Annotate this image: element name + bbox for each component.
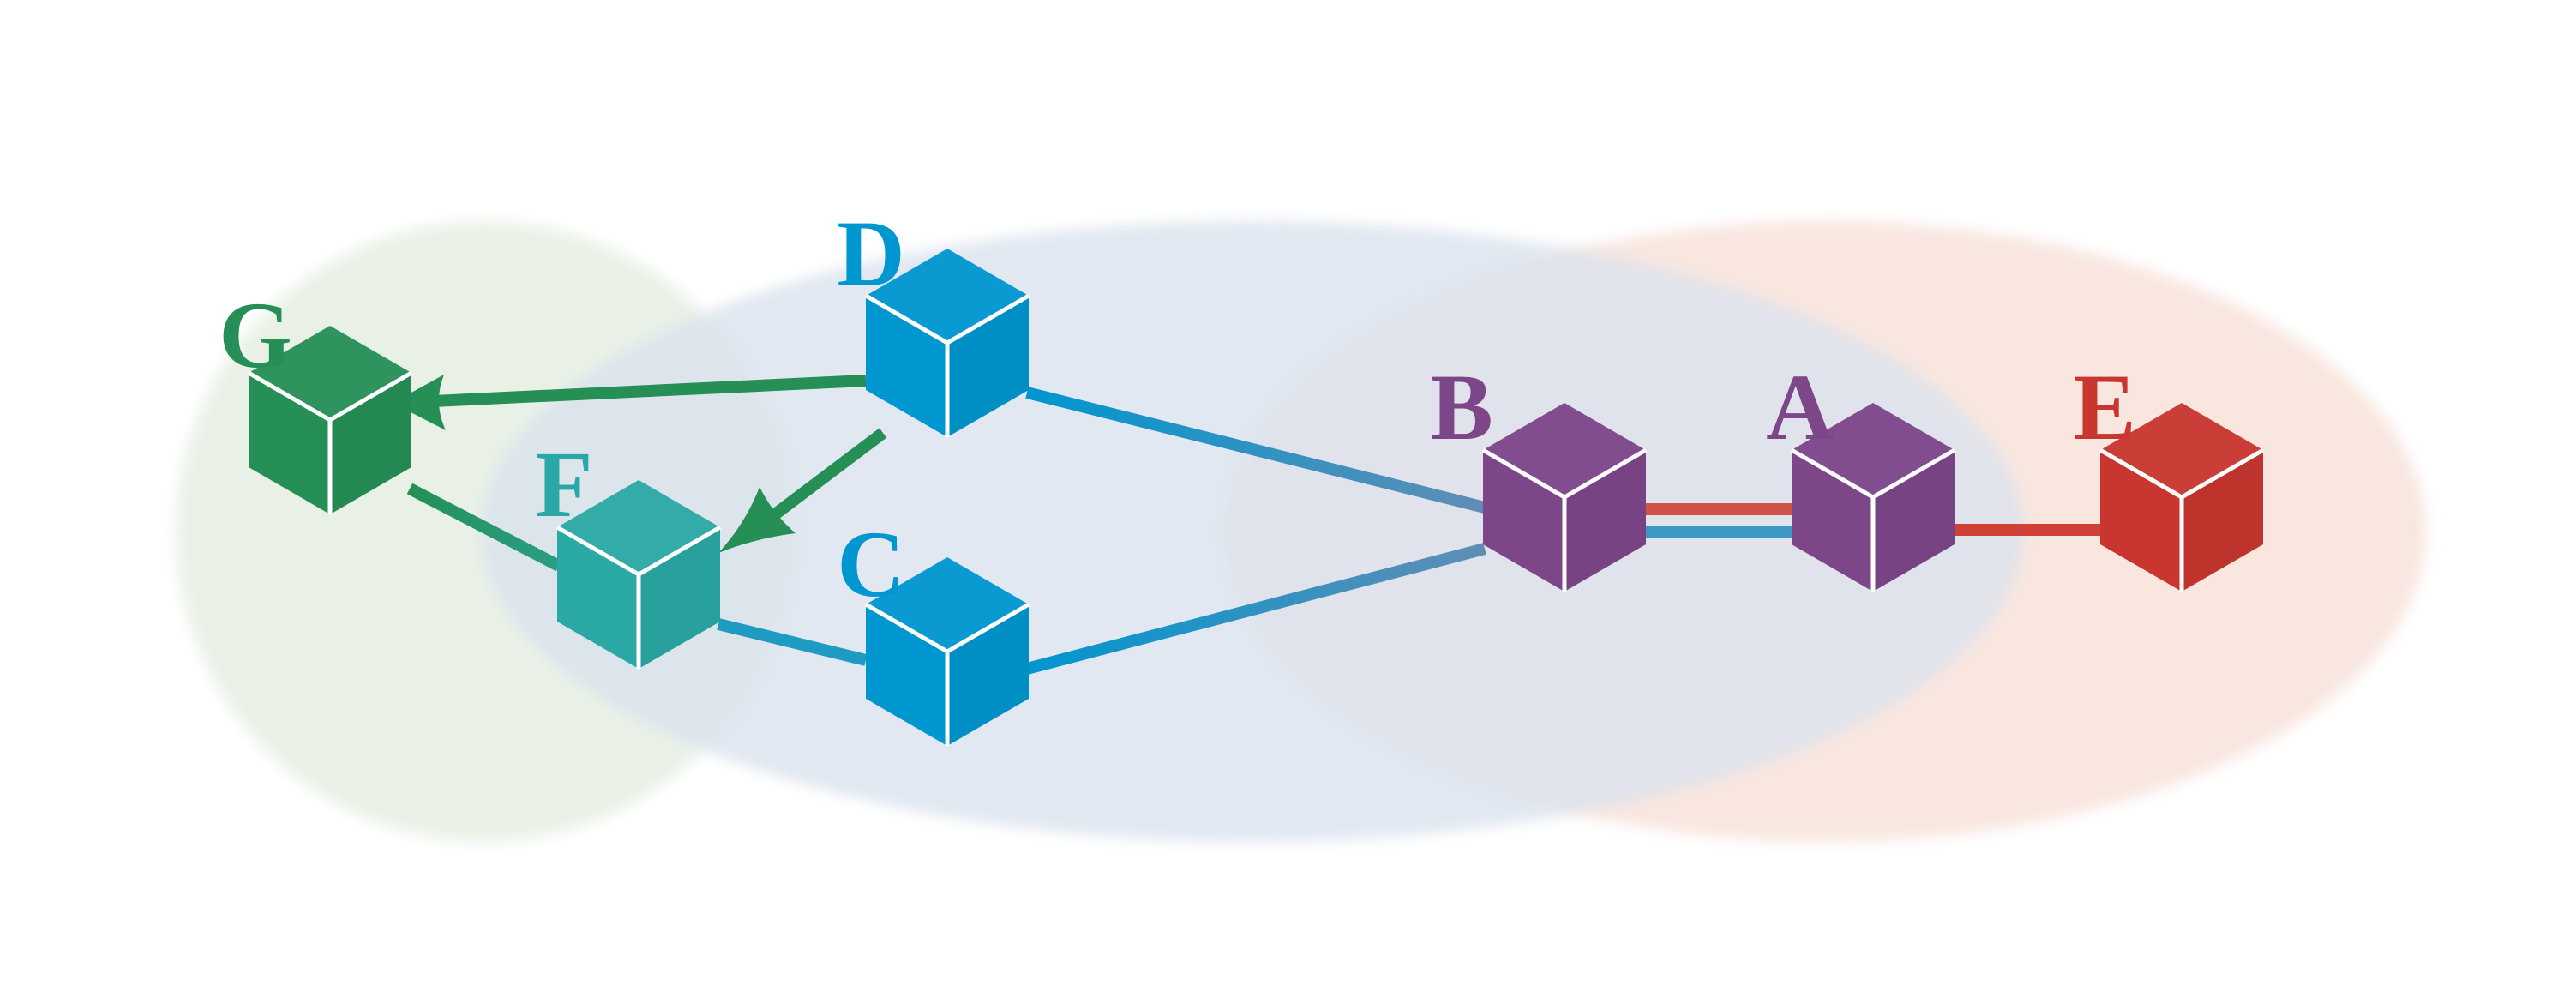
node-label-e: E (2073, 355, 2135, 459)
node-label-b: B (1430, 355, 1492, 459)
cube-edges (555, 525, 722, 669)
edge-c-b (1025, 543, 1486, 675)
node-e-cube (2099, 403, 2265, 592)
node-d-cube (864, 249, 1030, 437)
edge-d-f (767, 428, 887, 522)
cube-edges (864, 602, 1030, 746)
node-label-f: F (535, 432, 592, 537)
edge-g-f (406, 483, 562, 572)
node-label-a: A (1766, 355, 1834, 459)
node-f-cube (555, 480, 722, 669)
node-b-cube (1481, 403, 1648, 592)
node-a-cube (1790, 403, 1956, 592)
arrowhead-d-f (718, 487, 796, 553)
arrowheads (393, 375, 796, 553)
node-label-g: G (219, 283, 292, 387)
cube-edges (1481, 447, 1648, 592)
arrowhead-d-g (393, 375, 446, 430)
cube-edges (247, 370, 413, 514)
edge-d-b (1025, 387, 1486, 514)
cube-edges (2099, 447, 2265, 592)
node-label-c: C (837, 512, 904, 616)
edges (406, 375, 2102, 675)
cube-edges (864, 293, 1030, 437)
edge-d-g (432, 375, 867, 407)
node-g-cube (247, 326, 413, 514)
node-c-cube (864, 557, 1030, 746)
node-label-d: D (837, 201, 904, 306)
edge-f-c (717, 618, 868, 666)
cube-edges (1790, 447, 1956, 592)
